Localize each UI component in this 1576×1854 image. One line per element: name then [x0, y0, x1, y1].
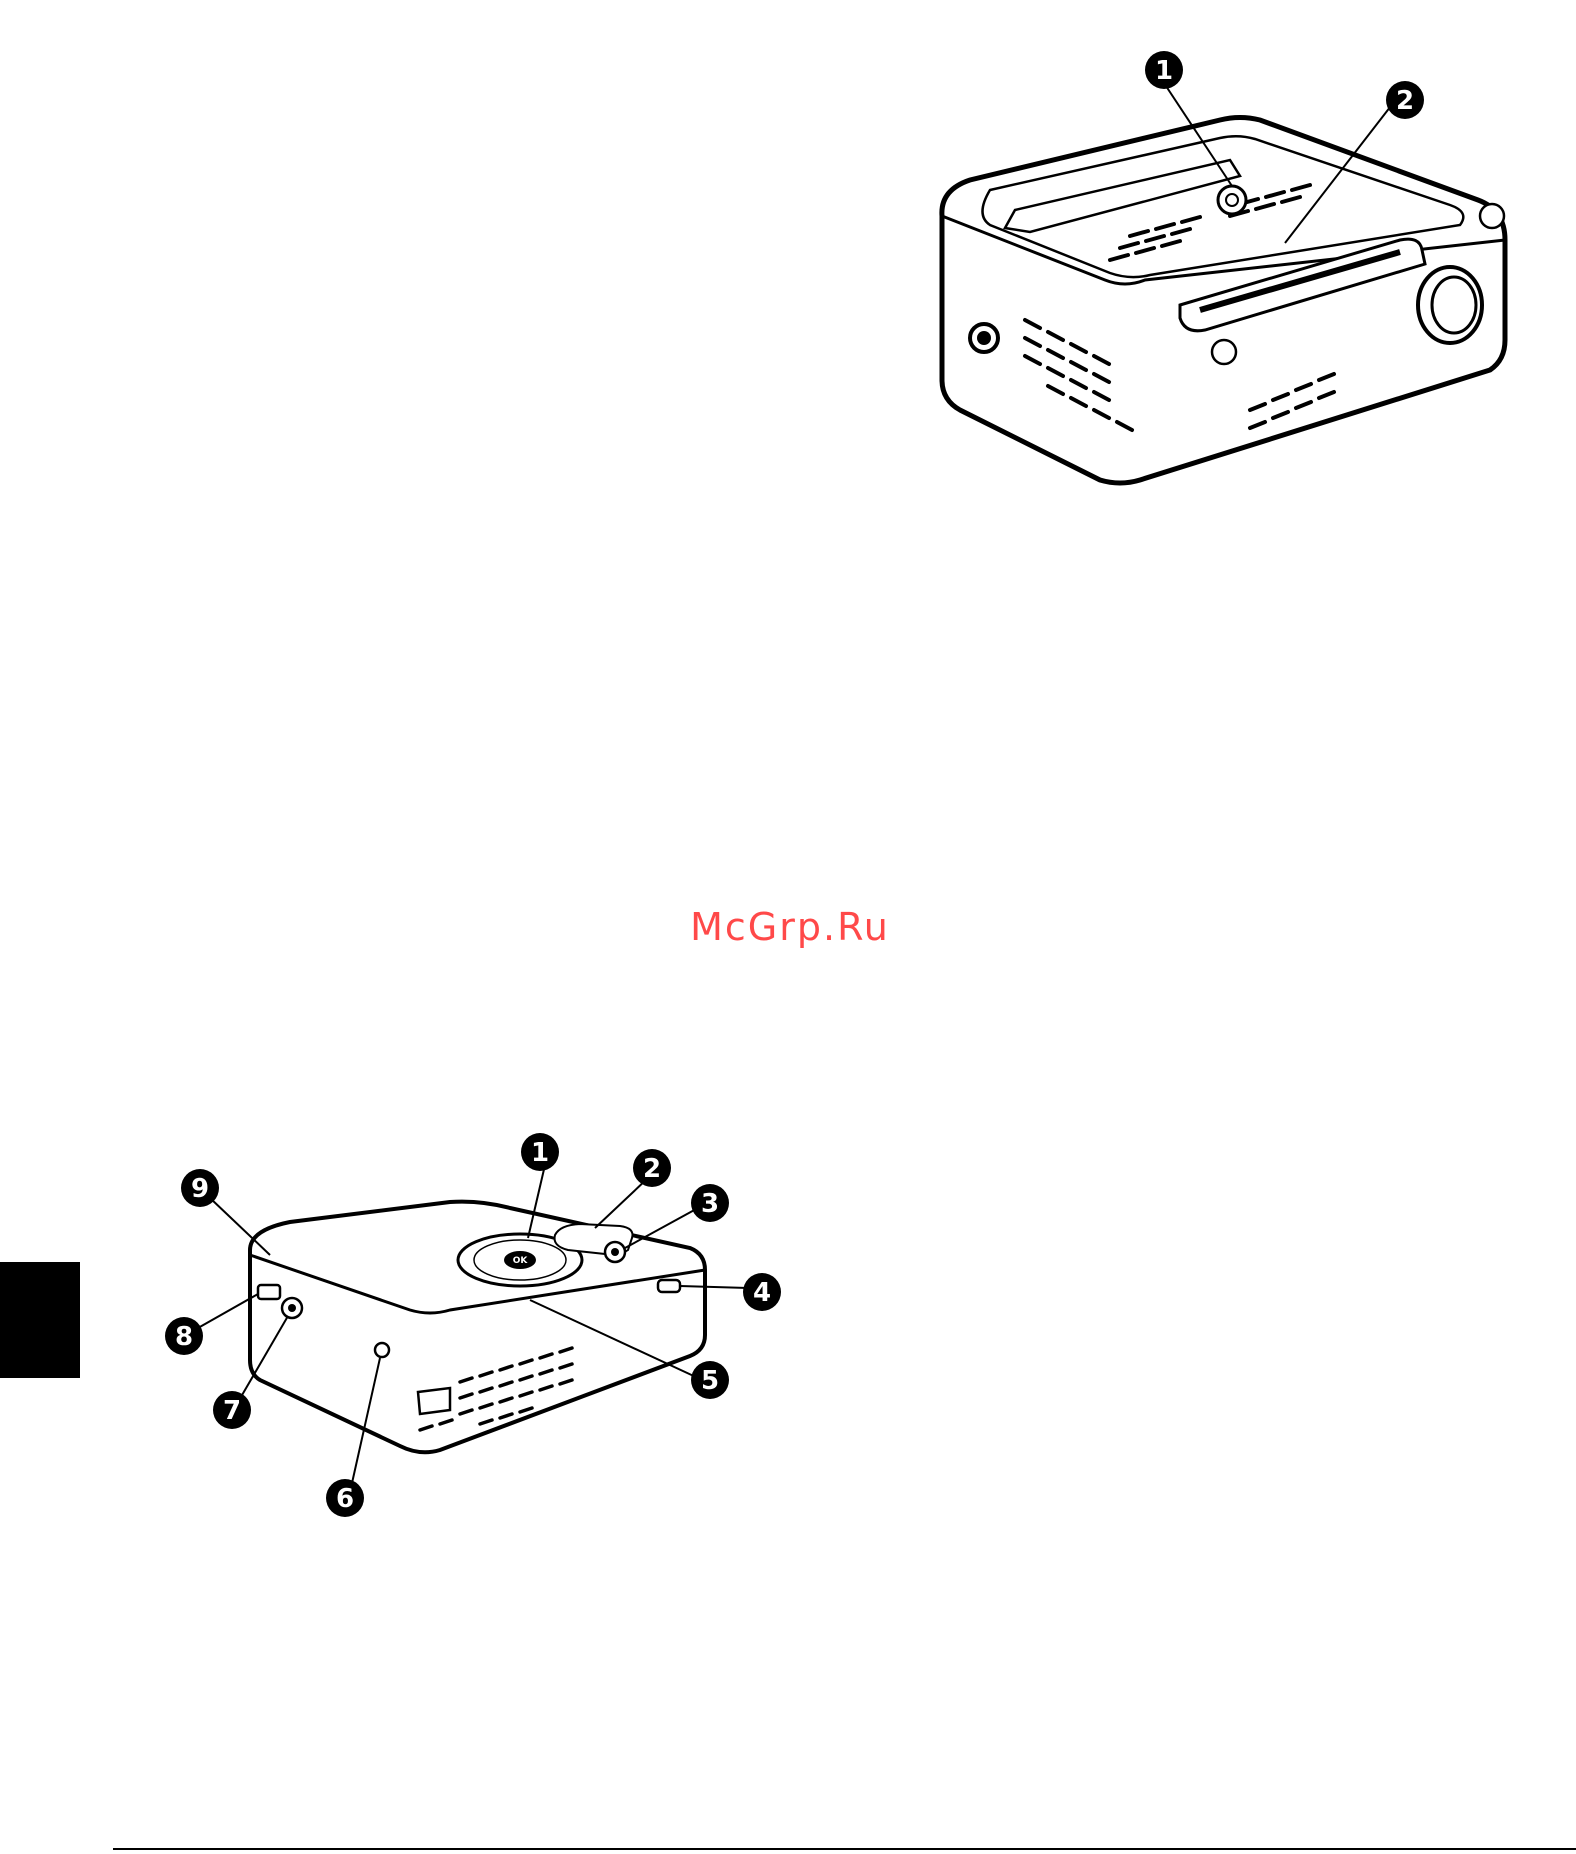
callout-1: 1	[521, 1133, 559, 1171]
callout-6: 6	[326, 1479, 364, 1517]
callout-7: 7	[213, 1391, 251, 1429]
svg-text:2: 2	[1396, 86, 1414, 116]
projector-body-outline	[250, 1202, 705, 1453]
svg-text:7: 7	[223, 1396, 241, 1426]
svg-text:1: 1	[531, 1138, 549, 1168]
top-round-button	[1218, 186, 1246, 214]
lens-window	[418, 1388, 450, 1414]
callout-9: 9	[181, 1169, 219, 1207]
svg-text:1: 1	[1155, 56, 1173, 86]
lens-icon	[1418, 267, 1482, 343]
callout-4: 4	[743, 1273, 781, 1311]
svg-text:2: 2	[643, 1154, 661, 1184]
callout-3: 3	[691, 1184, 729, 1222]
watermark: McGrp.Ru	[640, 905, 940, 949]
svg-text:3: 3	[701, 1189, 719, 1219]
side-switch	[658, 1280, 680, 1292]
svg-text:5: 5	[701, 1366, 719, 1396]
hdmi-port	[258, 1285, 280, 1299]
callout-5: 5	[691, 1361, 729, 1399]
callout-2: 2	[1386, 81, 1424, 119]
projector-front-view-figure: OK 1 2 3 4 5 6 7	[150, 1120, 810, 1520]
callout-2: 2	[633, 1149, 671, 1187]
footer-rule	[113, 1848, 1576, 1850]
svg-text:6: 6	[336, 1484, 354, 1514]
svg-text:8: 8	[175, 1322, 193, 1352]
callout-1: 1	[1145, 51, 1183, 89]
callout-8: 8	[165, 1317, 203, 1355]
projector-top-view-figure: 1 2	[930, 40, 1510, 520]
chapter-thumb-tab	[0, 1262, 80, 1378]
audio-port	[375, 1343, 389, 1357]
svg-text:9: 9	[191, 1174, 209, 1204]
ok-button-label: OK	[513, 1256, 529, 1266]
svg-text:4: 4	[753, 1278, 771, 1308]
